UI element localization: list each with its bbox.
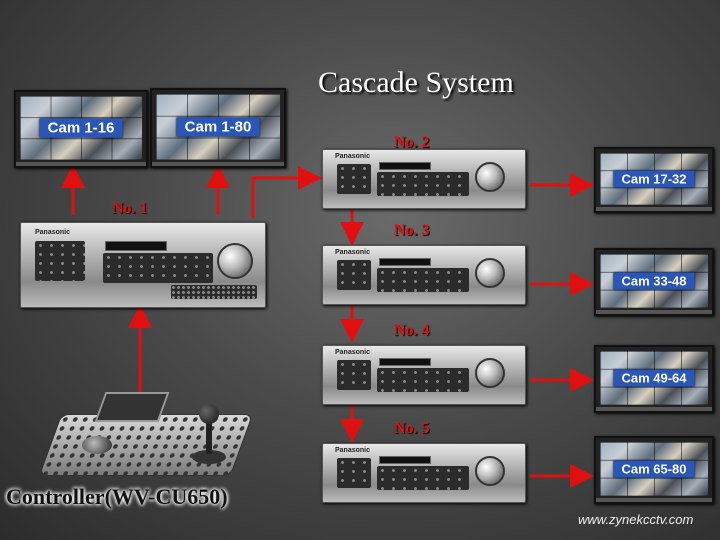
lcd-display	[105, 241, 167, 251]
recorder-label-no1: No. 1	[112, 200, 148, 218]
cam-range-label: Cam 1-80	[177, 118, 260, 137]
recorder-no4: Panasonic	[322, 345, 526, 405]
cam-range-label: Cam 49-64	[613, 370, 694, 387]
recorder-label-no4: No. 4	[394, 322, 430, 340]
recorder-no3: Panasonic	[322, 245, 526, 305]
joystick-icon	[196, 404, 222, 464]
button-panel-left	[337, 458, 371, 488]
monitor-screen: Cam 49-64	[600, 351, 708, 405]
controller-jog-wheel	[82, 436, 112, 454]
monitor-screen: Cam 17-32	[600, 153, 708, 205]
monitor-screen: Cam 1-16	[20, 96, 142, 160]
monitor-cam-65-80: Cam 65-80	[594, 436, 714, 504]
button-panel-left	[35, 241, 85, 281]
brand-logo: Panasonic	[335, 349, 370, 356]
button-panel-main	[377, 466, 469, 490]
jog-dial	[475, 162, 505, 192]
recorder-no1: Panasonic	[20, 222, 266, 308]
monitor-cam-1-80: Cam 1-80	[150, 88, 286, 168]
recorder-label-no3: No. 3	[394, 222, 430, 240]
lcd-display	[379, 258, 431, 266]
monitor-cam-49-64: Cam 49-64	[594, 345, 714, 413]
brand-logo: Panasonic	[335, 249, 370, 256]
cam-range-label: Cam 1-16	[40, 119, 123, 138]
recorder-label-no5: No. 5	[394, 420, 430, 438]
jog-dial	[217, 243, 253, 279]
cam-range-label: Cam 17-32	[613, 171, 694, 188]
button-panel-main	[103, 253, 213, 283]
button-panel-left	[337, 360, 371, 390]
button-panel-left	[337, 260, 371, 290]
brand-logo: Panasonic	[335, 447, 370, 454]
monitor-screen: Cam 1-80	[156, 94, 280, 160]
controller-device	[36, 384, 266, 484]
lcd-display	[379, 162, 431, 170]
jog-dial	[475, 258, 505, 288]
jog-dial	[475, 456, 505, 486]
monitor-cam-17-32: Cam 17-32	[594, 147, 714, 213]
brand-logo: Panasonic	[335, 153, 370, 160]
cam-range-label: Cam 33-48	[613, 273, 694, 290]
button-panel-main	[377, 368, 469, 392]
button-panel-left	[337, 164, 371, 194]
button-panel-main	[377, 172, 469, 196]
arrow-no1-to-no2	[253, 178, 316, 218]
lcd-display	[379, 456, 431, 464]
monitor-screen: Cam 33-48	[600, 254, 708, 308]
controller-lcd	[95, 392, 170, 422]
lcd-display	[379, 358, 431, 366]
monitor-cam-33-48: Cam 33-48	[594, 248, 714, 316]
website-url: www.zynekcctv.com	[578, 512, 693, 527]
controller-label: Controller(WV-CU650)	[6, 484, 228, 510]
brand-logo: Panasonic	[35, 229, 70, 236]
monitor-cam-1-16: Cam 1-16	[14, 90, 148, 168]
vent-grill	[171, 285, 257, 299]
jog-dial	[475, 358, 505, 388]
cam-range-label: Cam 65-80	[613, 461, 694, 478]
monitor-screen: Cam 65-80	[600, 442, 708, 496]
recorder-no5: Panasonic	[322, 443, 526, 503]
recorder-no2: Panasonic	[322, 149, 526, 209]
button-panel-main	[377, 268, 469, 292]
